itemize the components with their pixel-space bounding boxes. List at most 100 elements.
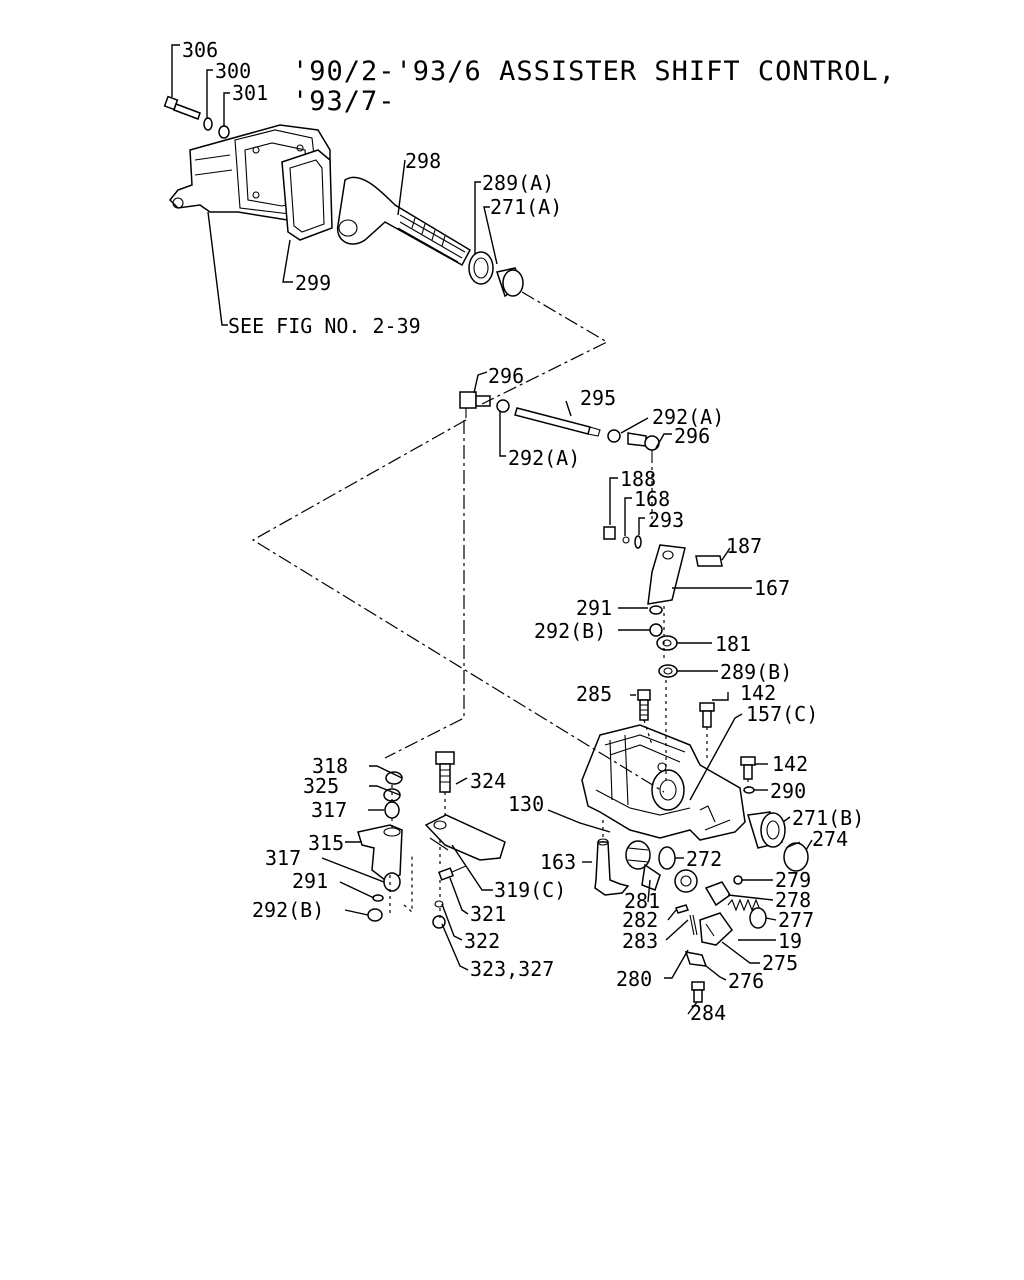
lever-163-drawing (594, 838, 630, 896)
callout-271a: 271(A) (490, 195, 562, 219)
callout-labels: 306 300 301 298 289(A) 271(A) 299 SEE FI… (182, 38, 864, 1025)
callout-278: 278 (775, 888, 811, 912)
bolt-142-upper-drawing (699, 702, 715, 728)
nut-292b-upper-drawing (649, 623, 663, 637)
screw-282-drawing (674, 904, 690, 914)
washer-291-lower-drawing (372, 894, 384, 902)
callout-295: 295 (580, 386, 616, 410)
callout-290: 290 (770, 779, 806, 803)
plug-274-drawing (783, 841, 809, 872)
washer-293-drawing (634, 535, 642, 549)
callout-317-lower: 317 (265, 846, 301, 870)
seal-289b-drawing (658, 664, 678, 678)
rod-295-drawing (514, 407, 601, 437)
boot-181-drawing (656, 635, 678, 651)
bracket-315-drawing (357, 824, 403, 881)
callout-188: 188 (620, 467, 656, 491)
callout-130: 130 (508, 792, 544, 816)
callout-168: 168 (634, 487, 670, 511)
callout-163: 163 (540, 850, 576, 874)
callout-19: 19 (778, 929, 802, 953)
callout-301: 301 (232, 81, 268, 105)
breather-285-drawing (637, 689, 651, 721)
leader-lines (171, 44, 813, 1015)
pin-276-drawing (684, 951, 708, 967)
clip-168-drawing (622, 536, 630, 544)
callout-318: 318 (312, 754, 348, 778)
callout-299: 299 (295, 271, 331, 295)
diagram-title-line2: '93/7- (292, 86, 396, 117)
pin-187-drawing (695, 555, 723, 567)
callout-293: 293 (648, 508, 684, 532)
callout-272: 272 (686, 847, 722, 871)
callout-280: 280 (616, 967, 652, 991)
washer-290-drawing (743, 786, 755, 794)
callout-292b-upper: 292(B) (534, 619, 606, 643)
callout-319c: 319(C) (494, 878, 566, 902)
callout-292a-right: 292(A) (652, 405, 724, 429)
callout-298: 298 (405, 149, 441, 173)
ball-joint-296-left-drawing (459, 391, 491, 418)
washer-291-upper-drawing (649, 605, 663, 615)
callout-322: 322 (464, 929, 500, 953)
bracket-275-drawing (699, 912, 733, 946)
callout-142-lower: 142 (772, 752, 808, 776)
shaft-298-drawing (336, 176, 471, 267)
callout-279: 279 (775, 868, 811, 892)
bushing-19-drawing (674, 869, 698, 893)
bolt-306-drawing (163, 95, 201, 120)
callout-276: 276 (728, 969, 764, 993)
nut-292a-right-drawing (607, 429, 621, 443)
callout-277: 277 (778, 908, 814, 932)
nut-292a-left-drawing (496, 399, 510, 413)
callout-292b-lower: 292(B) (252, 898, 324, 922)
shift-case-157c-drawing (581, 724, 746, 841)
washer-301-drawing (218, 125, 230, 139)
callout-281: 281 (624, 889, 660, 913)
callout-291-lower: 291 (292, 869, 328, 893)
seal-289a-drawing (468, 251, 494, 285)
callout-292a-left: 292(A) (508, 446, 580, 470)
ball-joint-296-right-drawing (627, 432, 660, 460)
bolt-321-drawing (438, 865, 467, 881)
bushing-317-upper-drawing (384, 801, 400, 819)
callout-321: 321 (470, 902, 506, 926)
callout-142-upper: 142 (740, 681, 776, 705)
callout-167: 167 (754, 576, 790, 600)
callout-323-327: 323,327 (470, 957, 554, 981)
callout-284: 284 (690, 1001, 726, 1025)
callout-285: 285 (576, 682, 612, 706)
callout-289a: 289(A) (482, 171, 554, 195)
callout-275: 275 (762, 951, 798, 975)
callout-reference-note: SEE FIG NO. 2-39 (228, 314, 421, 338)
plate-278-drawing (704, 881, 732, 907)
bolt-284-drawing (691, 981, 705, 1003)
diagram-title-line1: '90/2-'93/6 ASSISTER SHIFT CONTROL, (292, 56, 896, 87)
callout-315: 315 (308, 831, 344, 855)
callout-283: 283 (622, 929, 658, 953)
nut-292b-lower-drawing (367, 908, 383, 922)
bushing-271b-drawing (747, 811, 786, 849)
callout-296-right: 296 (674, 424, 710, 448)
ball-279-drawing (733, 875, 743, 885)
callout-289b: 289(B) (720, 660, 792, 684)
callout-291-upper: 291 (576, 596, 612, 620)
washer-322-drawing (434, 900, 444, 908)
nut-188-drawing (603, 526, 616, 540)
callout-274: 274 (812, 827, 848, 851)
callout-324: 324 (470, 769, 506, 793)
bracket-319c-drawing (424, 814, 506, 861)
callout-187: 187 (726, 534, 762, 558)
bushing-317-lower-drawing (383, 872, 401, 892)
callout-306: 306 (182, 38, 218, 62)
callout-157c: 157(C) (746, 702, 818, 726)
pin-283-drawing (689, 914, 698, 936)
callout-181: 181 (715, 632, 751, 656)
ring-272-drawing (658, 846, 676, 870)
alignment-lines (251, 291, 749, 918)
callout-282: 282 (622, 908, 658, 932)
callout-325: 325 (303, 774, 339, 798)
bolt-324-drawing (435, 751, 455, 793)
bracket-167-drawing (647, 544, 686, 605)
spring-277-drawing (727, 898, 767, 929)
